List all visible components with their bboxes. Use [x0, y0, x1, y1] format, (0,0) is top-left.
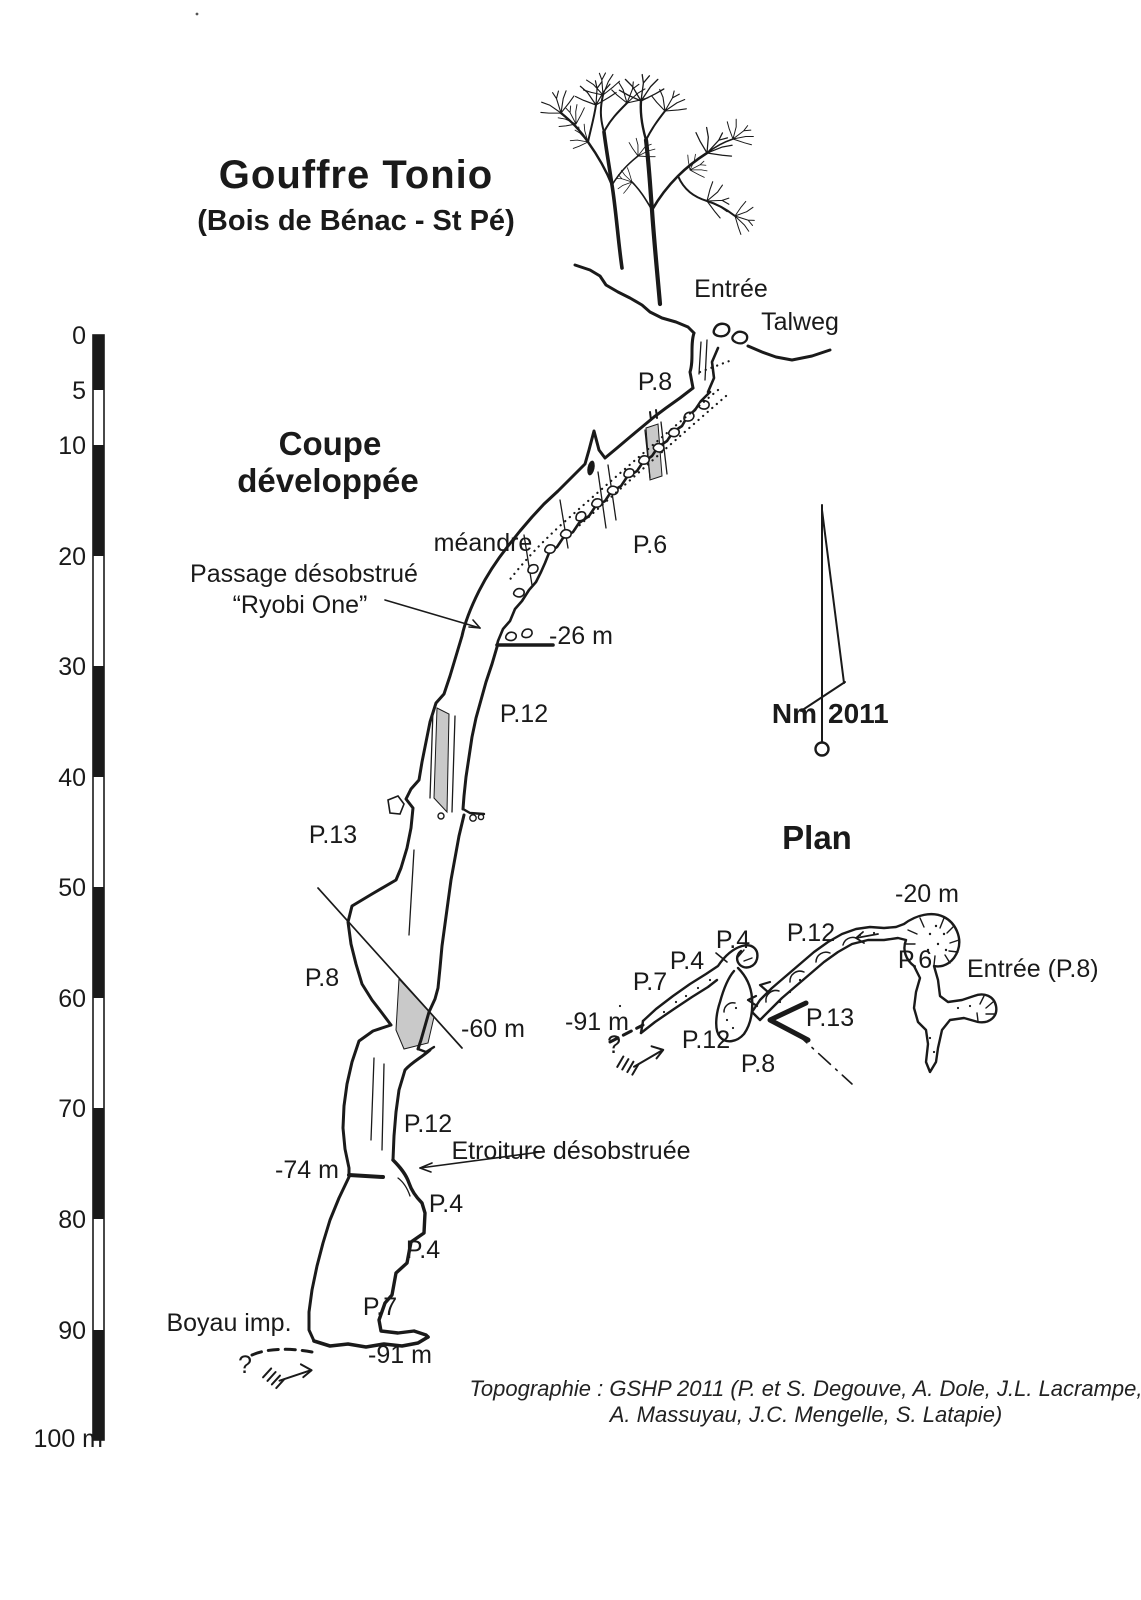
scale-tick: 80 [58, 1206, 86, 1234]
label-depth-60: -60 m [461, 1015, 525, 1043]
label-etroiture: Etroiture désobstruée [451, 1137, 690, 1165]
label-p8-top: P.8 [638, 368, 672, 396]
plan-tube-upper-wall [641, 944, 759, 1023]
label-p8-mid: P.8 [305, 964, 339, 992]
section-right-wall-lower [377, 1158, 430, 1339]
scale-tick: 50 [58, 874, 86, 902]
label-p7: P.7 [363, 1293, 397, 1321]
plan-label-p13: P.13 [806, 1004, 854, 1032]
scale-tick: 20 [58, 543, 86, 571]
scale-tick: 70 [58, 1095, 86, 1123]
label-meandre: méandre [434, 529, 533, 557]
scale-tick: 40 [58, 764, 86, 792]
plan-label-p12-upper: P.12 [787, 919, 835, 947]
north-arrow: Nm 2011 [772, 504, 889, 757]
plan-dash-dot-line [794, 1031, 853, 1085]
scale-tick: 5 [72, 377, 86, 405]
plan-label-p12-lower: P.12 [682, 1026, 730, 1054]
plan-p12-chamber [715, 966, 754, 1043]
label-depth-26: -26 m [549, 622, 613, 650]
label-depth-74: -74 m [275, 1156, 339, 1184]
label-depth-91-section: -91 m [368, 1341, 432, 1369]
plan-tube-lower-wall [639, 978, 719, 1035]
credits-line-1: Topographie : GSHP 2011 (P. et S. Degouv… [469, 1376, 1141, 1401]
ink-speck [195, 12, 199, 16]
coupe-labels: Entrée Talweg Coupe développée méandre P… [166, 275, 838, 1379]
plan-chevron [767, 1000, 811, 1043]
plan-dashed-end [608, 1023, 645, 1044]
label-p4-upper: P.4 [429, 1190, 463, 1218]
plan-label-p8: P.8 [741, 1050, 775, 1078]
coupe-heading-2: développée [237, 462, 419, 499]
coupe-heading-1: Coupe [279, 425, 382, 462]
ceiling-blockage [587, 460, 595, 476]
label-boyau: Boyau imp. [166, 1309, 291, 1337]
label-p12-lower: P.12 [404, 1110, 452, 1138]
plan-heading: Plan [782, 819, 852, 856]
page-subtitle: (Bois de Bénac - St Pé) [197, 205, 514, 237]
plan-label-p4: P.4 [670, 947, 704, 975]
flow-arrow-plan [613, 1042, 669, 1080]
label-p6: P.6 [633, 531, 667, 559]
coupe-drawing [250, 358, 734, 1391]
plan-label-p7: P.7 [633, 968, 667, 996]
pitch-head-lines [370, 421, 668, 1197]
plan-label-depth-91: -91 m [565, 1008, 629, 1036]
tree-illustration [534, 68, 760, 307]
surface-profile [573, 263, 832, 394]
credits: Topographie : GSHP 2011 (P. et S. Degouv… [469, 1376, 1141, 1427]
fault-line [317, 887, 463, 1049]
scale-tick: 0 [72, 322, 86, 350]
leader-lines [384, 599, 728, 1173]
depth-scale-ticks: 0 5 10 20 30 40 50 60 70 80 90 100 m [34, 322, 103, 1453]
scale-tick: 10 [58, 432, 86, 460]
label-passage-1: Passage désobstrué [190, 560, 418, 588]
scale-tick: 60 [58, 985, 86, 1013]
north-arrow-label-year: 2011 [828, 698, 889, 729]
plan-chamber-hatching [737, 917, 995, 1022]
title-block: Gouffre Tonio (Bois de Bénac - St Pé) [197, 153, 514, 237]
plan-label-depth-20: -20 m [895, 880, 959, 908]
boyau-dashed [250, 1347, 314, 1357]
label-entree: Entrée [694, 275, 768, 303]
plan-label-question: ? [607, 1031, 621, 1059]
plan-label-p6: P.6 [898, 946, 932, 974]
label-p13: P.13 [309, 821, 357, 849]
scale-tick: 90 [58, 1317, 86, 1345]
scale-tick: 30 [58, 653, 86, 681]
wall-rock [387, 795, 405, 815]
plan-direction-arrow [855, 931, 879, 944]
plan-labels: -20 m P.12 P.4 P.4 P.7 P.6 Entrée (P.8) … [565, 880, 1099, 1078]
label-talweg: Talweg [761, 308, 839, 336]
north-arrow-label-nm: Nm [772, 698, 817, 729]
plan-floor-dots [662, 924, 972, 1054]
label-passage-2: “Ryobi One” [233, 591, 368, 619]
label-p4-lower: P.4 [406, 1236, 440, 1264]
pitch-shading-p12 [433, 707, 450, 814]
label-p12-upper: P.12 [500, 700, 548, 728]
page-title: Gouffre Tonio [219, 153, 493, 197]
label-question-section: ? [238, 1351, 252, 1379]
plan-label-entree: Entrée (P.8) [967, 955, 1099, 983]
scale-unit-label: 100 m [34, 1425, 103, 1453]
plan-main-passage [750, 913, 998, 1074]
section-left-wall [341, 386, 695, 1177]
depth-scale: 0 5 10 20 30 40 50 60 70 80 90 100 m [34, 322, 105, 1453]
credits-line-2: A. Massuyau, J.C. Mengelle, S. Latapie) [608, 1402, 1003, 1427]
plan-drawing: Plan [608, 819, 998, 1085]
flow-arrow-section [261, 1362, 315, 1391]
plan-label-p4-leader: P.4 [716, 926, 750, 954]
section-bottom-floor [312, 1335, 430, 1349]
plan-scallops [723, 936, 857, 1013]
scree-dots [506, 358, 734, 584]
